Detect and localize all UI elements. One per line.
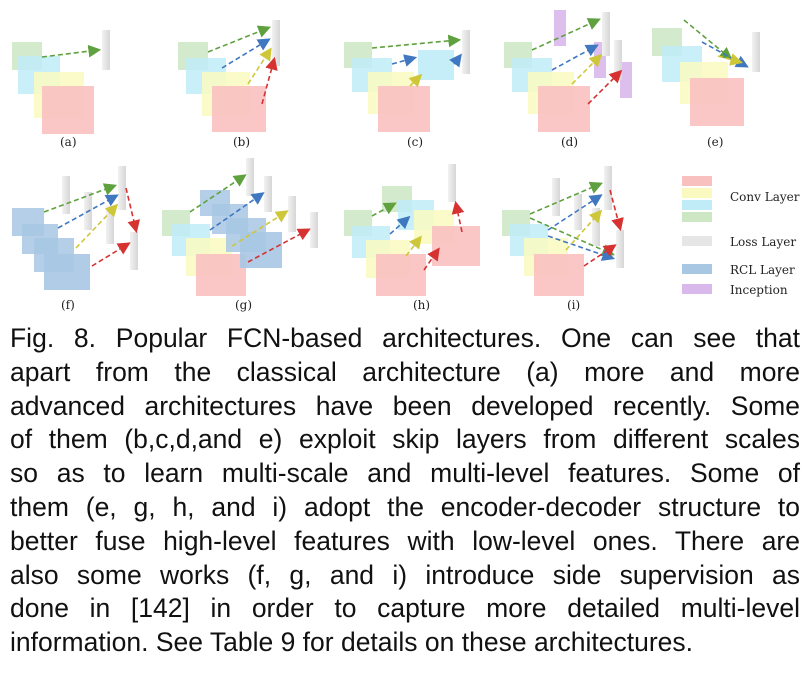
caption-line: of them (b,c,d,and e) exploit skip layer… xyxy=(10,424,800,455)
subfigure-label-e: (e) xyxy=(707,135,723,149)
caption-line: also some works (f, g, and i) introduce … xyxy=(10,559,800,590)
subfigure-a xyxy=(12,30,110,134)
subfigure-b xyxy=(178,20,280,132)
caption-line: advanced architectures have been develop… xyxy=(10,390,800,421)
subfigure-f xyxy=(12,166,141,290)
caption-line: so as to learn multi-scale and multi-lev… xyxy=(10,458,800,489)
legend-swatch-conv-red xyxy=(682,176,712,186)
subfigure-d xyxy=(504,10,632,132)
architecture-figure: (a) (b) (c) (d) (e) (f) (g) (h) (i) Conv… xyxy=(12,10,800,312)
legend-swatch-conv-cyan xyxy=(682,200,712,210)
subfigure-label-b: (b) xyxy=(233,135,250,149)
legend-label-inception: Inception xyxy=(730,283,788,297)
legend-swatch-conv-yellow xyxy=(682,188,712,198)
subfigure-label-g: (g) xyxy=(235,298,252,312)
subfigure-g xyxy=(162,158,318,296)
caption-line: done in [142] in order to capture more d… xyxy=(10,593,800,624)
subfigure-label-d: (d) xyxy=(561,135,578,149)
subfigure-h xyxy=(344,164,480,296)
subfigure-label-c: (c) xyxy=(407,135,423,149)
legend-label-rcl: RCL Layer xyxy=(730,263,795,277)
legend-swatch-conv-green xyxy=(682,212,712,222)
caption-line: them (e, g, h, and i) adopt the encoder-… xyxy=(10,491,800,522)
caption-line: Fig. 8. Popular FCN-based architectures.… xyxy=(10,323,800,353)
legend-swatch-rcl xyxy=(682,264,712,274)
figure-caption: Fig. 8. Popular FCN-based architectures.… xyxy=(10,322,800,660)
caption-line: apart from the classical architecture (a… xyxy=(10,356,800,387)
subfigure-label-i: (i) xyxy=(567,298,580,312)
subfigure-label-h: (h) xyxy=(413,298,430,312)
caption-line: information. See Table 9 for details on … xyxy=(10,627,694,658)
legend: Conv Layer Loss Layer RCL Layer Inceptio… xyxy=(682,176,800,297)
caption-line: better fuse high-level features with low… xyxy=(10,525,800,556)
subfigure-e xyxy=(652,19,760,126)
legend-swatch-inception xyxy=(682,284,712,294)
legend-label-conv: Conv Layer xyxy=(730,190,800,204)
subfigure-label-f: (f) xyxy=(61,298,75,312)
subfigure-i xyxy=(502,166,624,296)
subfigure-label-a: (a) xyxy=(60,135,77,149)
legend-swatch-loss xyxy=(682,236,712,246)
legend-label-loss: Loss Layer xyxy=(730,235,796,249)
subfigure-c xyxy=(344,30,470,132)
